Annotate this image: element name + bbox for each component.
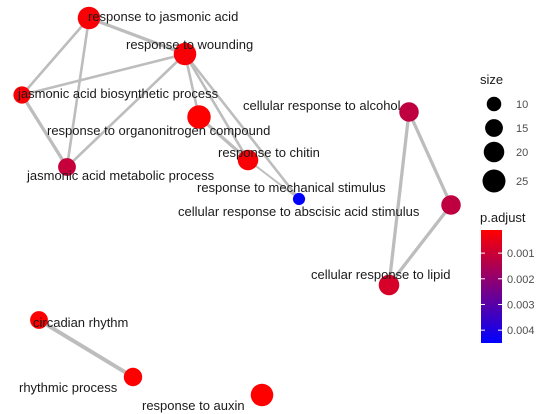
node-metabolic[interactable] xyxy=(58,158,76,176)
node-jasmonic[interactable] xyxy=(77,6,101,30)
size-legend-label-10: 10 xyxy=(516,99,528,111)
node-label-abscisic: cellular response to abscisic acid stimu… xyxy=(178,204,420,219)
node-biosynth[interactable] xyxy=(13,86,31,104)
color-legend: p.adjust 0.001 0.002 0.003 0.004 xyxy=(480,210,535,343)
size-legend-label-15: 15 xyxy=(516,123,528,135)
node-chitin[interactable] xyxy=(237,149,259,171)
edge-wounding-chitin xyxy=(183,52,250,162)
size-legend-dot-15 xyxy=(485,119,503,137)
edge-wounding-mechanical xyxy=(183,52,301,201)
size-legend-title: size xyxy=(480,72,503,87)
node-circadian[interactable] xyxy=(30,311,48,329)
size-legend-label-25: 25 xyxy=(516,176,528,188)
size-legend-dot-10 xyxy=(486,96,502,112)
edge-alcohol-lipid xyxy=(387,110,411,287)
node-auxin[interactable] xyxy=(250,383,274,407)
node-label-jasmonic: response to jasmonic acid xyxy=(88,9,238,24)
edge-jasmonic-wounding xyxy=(87,16,187,56)
color-legend-ticks: 0.001 0.002 0.003 0.004 xyxy=(481,248,535,337)
node-label-rhythmic: rhythmic process xyxy=(19,380,118,395)
nodes-layer xyxy=(13,6,461,407)
size-legend-dot-25 xyxy=(482,169,506,193)
size-legend-label-20: 20 xyxy=(516,147,528,159)
node-label-circadian: circadian rhythm xyxy=(33,315,128,330)
node-rhythmic[interactable] xyxy=(123,367,143,387)
size-legend: size 10 15 20 25 xyxy=(480,72,528,193)
node-mechanical[interactable] xyxy=(292,192,306,206)
edge-biosynth-metabolic xyxy=(20,93,69,169)
labels-layer: response to jasmonic acid response to wou… xyxy=(17,9,450,413)
color-tick-label-3: 0.004 xyxy=(507,325,535,337)
color-legend-title: p.adjust xyxy=(480,210,526,225)
node-label-chitin: response to chitin xyxy=(218,145,320,160)
edge-alcohol-abscisic xyxy=(407,110,453,207)
color-tick-label-0: 0.001 xyxy=(507,248,535,260)
edge-wounding-metabolic xyxy=(65,52,187,169)
node-label-metabolic: jasmonic acid metabolic process xyxy=(26,168,215,183)
color-tick-label-2: 0.003 xyxy=(507,299,535,311)
color-legend-bar xyxy=(481,230,502,343)
node-label-mechanical: response to mechanical stimulus xyxy=(197,180,386,195)
edge-chitin-mechanical xyxy=(247,159,300,200)
node-label-biosynth: jasmonic acid biosynthetic process xyxy=(17,86,219,101)
edge-jasmonic-biosynth xyxy=(20,16,91,97)
edge-circadian-rhythmic xyxy=(37,318,135,379)
color-tick-label-1: 0.002 xyxy=(507,274,535,286)
node-alcohol[interactable] xyxy=(399,102,419,122)
node-wounding[interactable] xyxy=(173,42,197,66)
node-label-wounding: response to wounding xyxy=(126,37,253,52)
node-label-auxin: response to auxin xyxy=(142,398,245,413)
node-label-lipid: cellular response to lipid xyxy=(311,267,450,282)
node-lipid[interactable] xyxy=(378,274,400,296)
node-label-alcohol: cellular response to alcohol xyxy=(243,98,401,113)
edge-abscisic-lipid xyxy=(387,203,453,287)
node-organonitro[interactable] xyxy=(187,105,211,129)
edge-wounding-biosynth xyxy=(20,52,187,97)
node-label-organonitro: response to organonitrogen compound xyxy=(47,123,270,138)
size-legend-dot-20 xyxy=(483,141,505,163)
edge-jasmonic-metabolic xyxy=(65,16,91,169)
size-legend-items: 10 15 20 25 xyxy=(482,96,528,193)
node-abscisic[interactable] xyxy=(441,195,461,215)
